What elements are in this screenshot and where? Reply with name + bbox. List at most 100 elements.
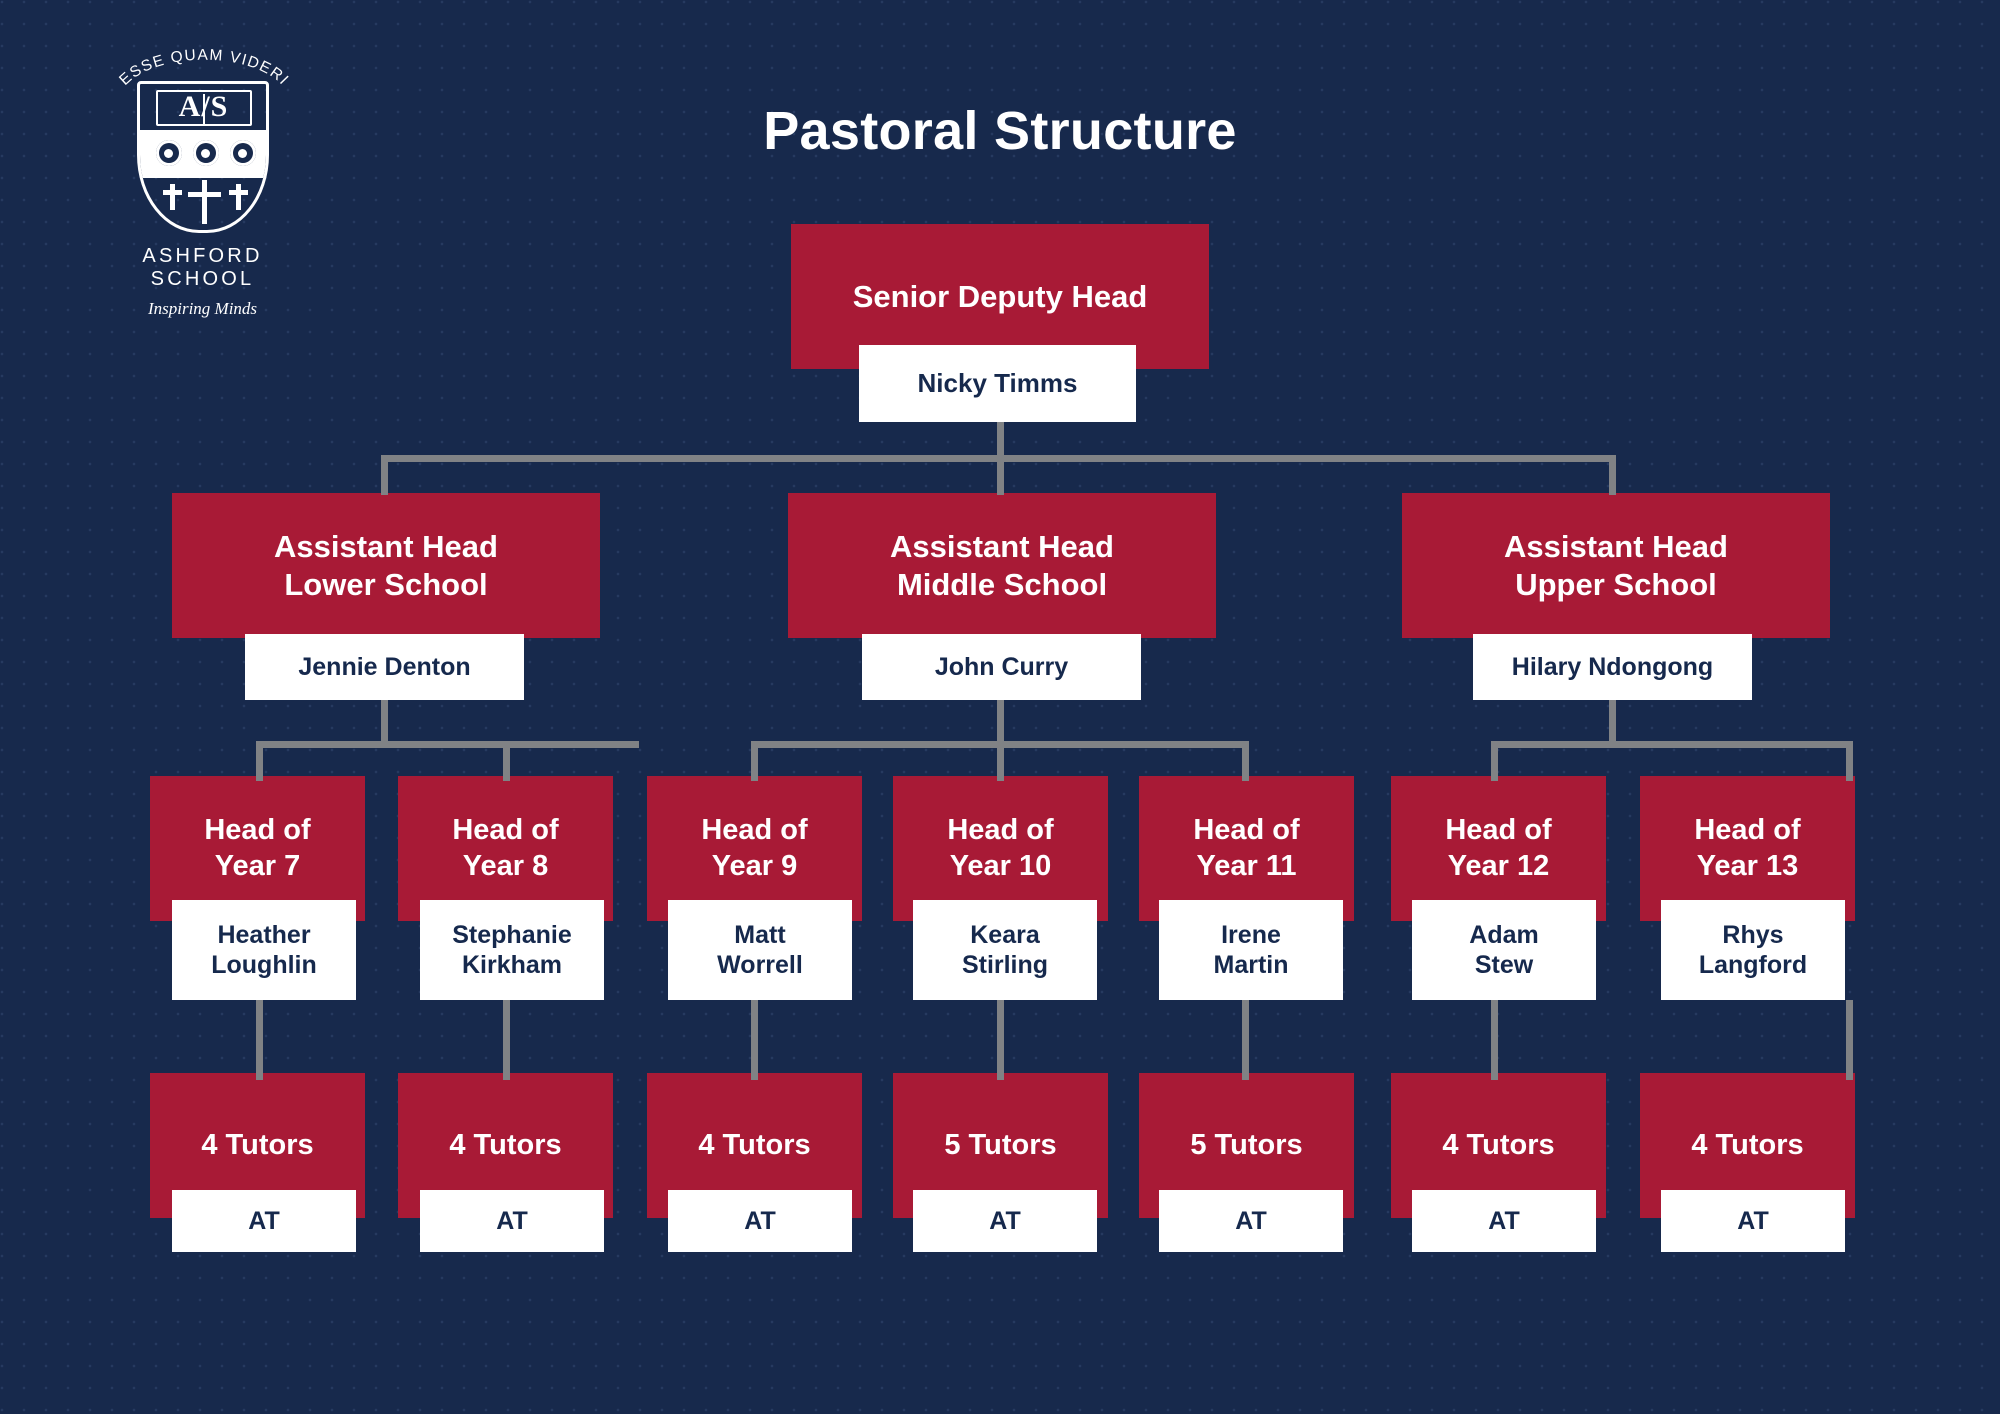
tutors-label: 5 Tutors — [1190, 1128, 1303, 1161]
tutor-code-box: AT — [668, 1190, 852, 1252]
role-label-line1: Head of — [1193, 814, 1300, 847]
person-box: Irene Martin — [1159, 900, 1343, 1000]
person-label-line2: Worrell — [717, 951, 803, 979]
role-label-line1: Assistant Head — [274, 528, 498, 564]
connector-upper-stem — [1609, 700, 1616, 748]
connector-y7-down — [256, 741, 263, 781]
tutors-label: 4 Tutors — [201, 1128, 314, 1161]
role-label-line1: Head of — [1445, 814, 1552, 847]
connector-y11-tutors — [1242, 1000, 1249, 1080]
role-label-line2: Year 12 — [1447, 849, 1550, 882]
tutor-code-box: AT — [1159, 1190, 1343, 1252]
cross-icon — [169, 184, 175, 210]
role-box: Assistant Head Lower School — [172, 493, 600, 638]
role-box: Head of Year 13 — [1640, 776, 1855, 921]
tutor-code-label: AT — [496, 1207, 528, 1235]
role-box: Senior Deputy Head — [791, 224, 1209, 369]
tutor-code-label: AT — [744, 1207, 776, 1235]
cross-icon — [228, 190, 248, 195]
rose-icon — [192, 140, 219, 166]
person-label: Nicky Timms — [917, 367, 1078, 398]
person-box: John Curry — [862, 634, 1141, 700]
connector-y13-tutors — [1846, 1000, 1853, 1080]
role-box: Head of Year 10 — [893, 776, 1108, 921]
connector-y11-down — [1242, 741, 1249, 781]
role-label-line2: Upper School — [1515, 566, 1717, 602]
connector-y10-tutors — [997, 1000, 1004, 1080]
person-box: Stephanie Kirkham — [420, 900, 604, 1000]
role-label-line2: Lower School — [284, 566, 488, 602]
tutor-code-box: AT — [172, 1190, 356, 1252]
role-box: Assistant Head Upper School — [1402, 493, 1830, 638]
school-tagline: Inspiring Minds — [147, 299, 258, 318]
person-box: Rhys Langford — [1661, 900, 1845, 1000]
role-label-line2: Year 10 — [949, 849, 1052, 882]
tutor-code-box: AT — [1661, 1190, 1845, 1252]
school-name: ASHFORD SCHOOL — [142, 245, 263, 290]
role-box: Assistant Head Middle School — [788, 493, 1216, 638]
tutor-code-label: AT — [1737, 1207, 1769, 1235]
cross-icon — [162, 190, 182, 195]
tutor-code-box: AT — [913, 1190, 1097, 1252]
role-box: Head of Year 9 — [647, 776, 862, 921]
person-label-line2: Langford — [1698, 951, 1808, 979]
person-label-line1: Keara — [970, 921, 1040, 949]
tutors-label: 4 Tutors — [449, 1128, 562, 1161]
role-label-line2: Year 11 — [1196, 849, 1297, 882]
tutor-code-label: AT — [1488, 1207, 1520, 1235]
rose-icon — [229, 140, 256, 166]
role-label-line1: Head of — [947, 814, 1054, 847]
person-box: Adam Stew — [1412, 900, 1596, 1000]
role-label-line1: Assistant Head — [890, 528, 1114, 564]
tutor-code-label: AT — [989, 1207, 1021, 1235]
connector-y13-down — [1846, 741, 1853, 781]
person-label-line1: Stephanie — [452, 921, 572, 949]
person-box: Nicky Timms — [859, 345, 1136, 422]
tutors-label: 4 Tutors — [698, 1128, 811, 1161]
page-title: Pastoral Structure — [763, 101, 1237, 161]
role-label-line1: Head of — [204, 814, 311, 847]
connector-y9-down — [751, 741, 758, 781]
connector-y8-down — [503, 741, 510, 781]
connector-y9-tutors — [751, 1000, 758, 1080]
person-label-line2: Martin — [1213, 951, 1289, 979]
role-label-line2: Year 13 — [1696, 849, 1799, 882]
role-label: Senior Deputy Head — [852, 278, 1148, 314]
connector-y12-tutors — [1491, 1000, 1498, 1080]
connector-upper-down — [1609, 455, 1616, 495]
connector-root-down — [997, 422, 1004, 456]
person-label-line1: Irene — [1221, 921, 1281, 949]
role-label-line1: Head of — [701, 814, 808, 847]
person-label-line2: Stirling — [961, 951, 1049, 979]
connector-y7-tutors — [256, 1000, 263, 1080]
person-label-line2: Kirkham — [461, 951, 563, 979]
person-label: Jennie Denton — [298, 653, 471, 681]
as-monogram: A/S — [178, 90, 229, 123]
connector-y10-down — [997, 741, 1004, 781]
person-label-line1: Rhys — [1722, 921, 1784, 949]
role-label-line2: Year 9 — [711, 849, 798, 882]
tutors-label: 4 Tutors — [1442, 1128, 1555, 1161]
connector-lower-down — [381, 455, 388, 495]
person-label-line2: Loughlin — [211, 951, 317, 979]
open-book-icon — [155, 90, 252, 126]
role-label-line1: Head of — [452, 814, 559, 847]
role-label-line1: Assistant Head — [1504, 528, 1728, 564]
tutors-label: 4 Tutors — [1691, 1128, 1804, 1161]
tutor-code-label: AT — [248, 1207, 280, 1235]
school-crest-icon: ESSE QUAM VIDERI A/S — [116, 49, 290, 233]
role-label-line1: Head of — [1694, 814, 1801, 847]
cross-icon — [235, 184, 241, 210]
connector-y8-tutors — [503, 1000, 510, 1080]
role-box: Head of Year 12 — [1391, 776, 1606, 921]
shield-shape: A/S — [136, 81, 269, 233]
role-label-line2: Year 8 — [462, 849, 549, 882]
person-box: Matt Worrell — [668, 900, 852, 1000]
connector-lower-stem — [381, 700, 388, 748]
rose-icon — [155, 140, 182, 166]
role-label-line2: Year 7 — [214, 849, 301, 882]
role-box: Head of Year 7 — [150, 776, 365, 921]
person-label-line1: Heather — [217, 921, 311, 949]
connector-middle-stem — [997, 700, 1004, 748]
tutor-code-label: AT — [1235, 1207, 1267, 1235]
